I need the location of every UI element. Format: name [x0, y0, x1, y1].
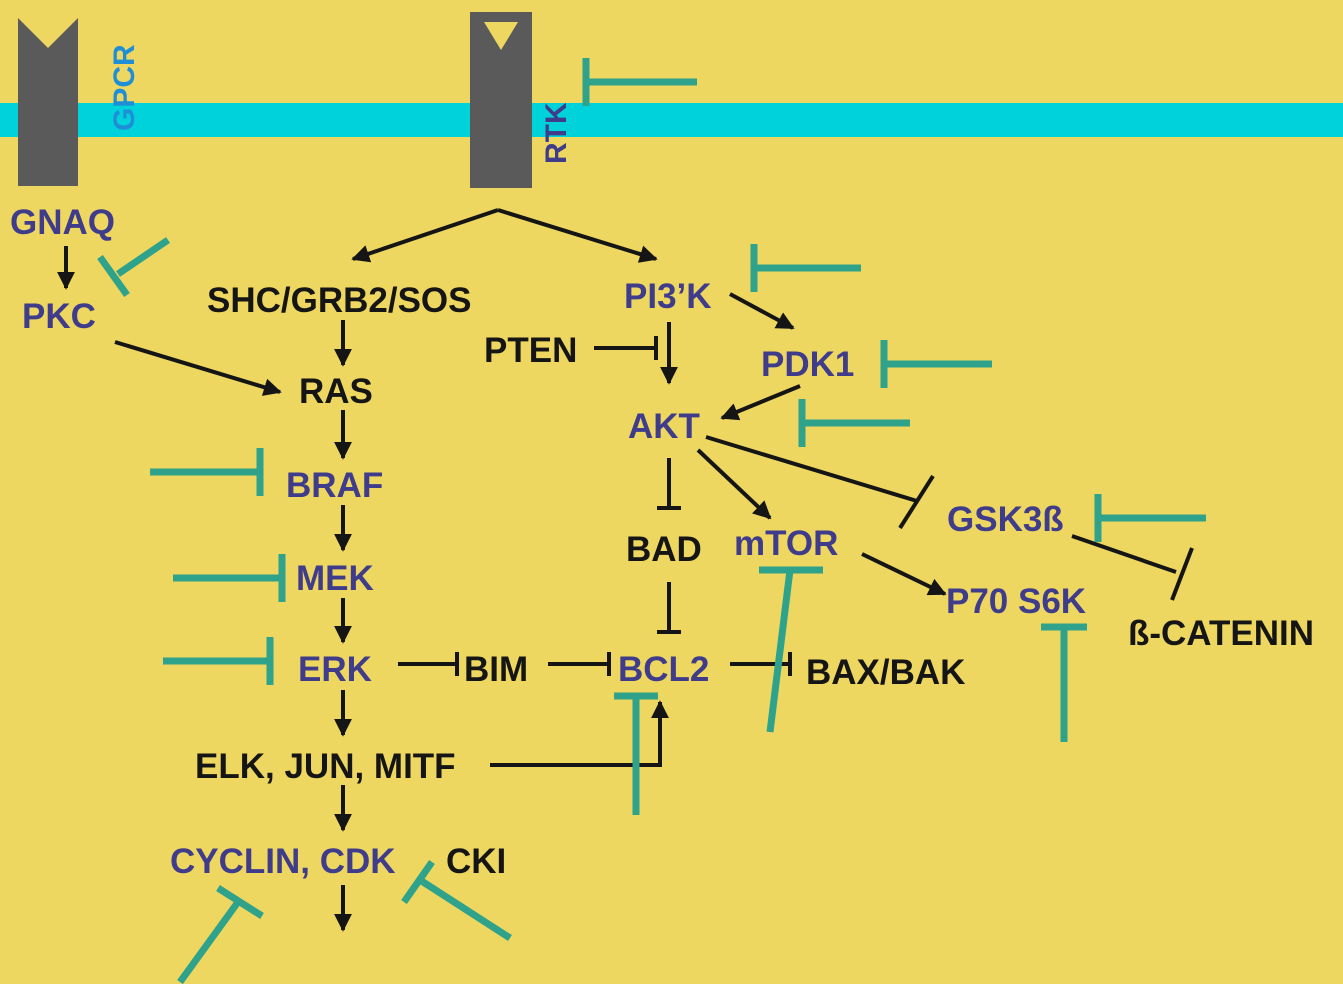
node-bim: BIM	[464, 650, 528, 689]
rtk-receptor	[470, 12, 532, 188]
gpcr-receptor	[18, 18, 78, 186]
node-pi3k: PI3’K	[624, 277, 712, 316]
inhibitor-pdk1	[880, 340, 992, 388]
arrow-pdk1-akt	[720, 384, 801, 421]
inhibitor-cki	[401, 859, 512, 941]
inhibitor-p70s6k	[1041, 623, 1087, 742]
node-akt: AKT	[628, 407, 700, 446]
inhibitor-mek	[173, 554, 286, 602]
node-bcatenin: ß-CATENIN	[1128, 614, 1314, 653]
node-gsk3b: GSK3ß	[947, 500, 1064, 539]
cell-membrane	[0, 103, 1343, 137]
inhibitor-gsk3b	[1094, 494, 1206, 542]
node-pten: PTEN	[484, 331, 577, 370]
node-pdk1: PDK1	[761, 345, 854, 384]
arrow-akt-mtor	[696, 448, 772, 520]
node-baxbak: BAX/BAK	[806, 653, 965, 692]
node-cki: CKI	[446, 842, 506, 881]
node-p70s6k: P70 S6K	[946, 582, 1086, 621]
node-bcl2: BCL2	[618, 650, 709, 689]
node-bad: BAD	[626, 530, 702, 569]
inhibitor-akt	[798, 399, 910, 447]
inhibitor-pi3k	[750, 244, 861, 292]
node-labels: GNAQ PKC SHC/GRB2/SOS RAS BRAF MEK ERK B…	[10, 203, 1314, 881]
arrow-pi3k-pdk1	[729, 292, 795, 330]
inhibitor-bcl2	[614, 692, 658, 815]
inhibit-akt-gsk3b	[705, 435, 918, 503]
node-pkc: PKC	[22, 297, 96, 336]
inhibitor-cdk	[177, 885, 264, 984]
pathway-arrows	[57, 208, 1194, 932]
inhibitor-rtk	[582, 58, 697, 106]
node-ras: RAS	[299, 372, 373, 411]
arrow-elk-bcl2	[490, 700, 669, 767]
arrow-pkc-ras	[114, 340, 282, 396]
arrow-rtk-shc	[351, 208, 499, 263]
node-shc: SHC/GRB2/SOS	[207, 281, 472, 320]
drug-inhibitors	[97, 58, 1206, 984]
rtk-label: RTK	[540, 102, 573, 164]
node-mtor: mTOR	[734, 524, 838, 563]
inhibitor-erk	[163, 637, 274, 685]
arrow-mtor-p70	[861, 552, 947, 596]
inhibitor-mtor	[759, 566, 823, 733]
inhibitor-pkc	[97, 237, 170, 298]
inhibitor-braf	[150, 448, 264, 496]
node-braf: BRAF	[286, 466, 383, 505]
inhibit-gsk3b-bcatenin	[1071, 534, 1177, 574]
arrow-rtk-pi3k	[497, 208, 658, 263]
gpcr-label: GPCR	[108, 44, 141, 131]
node-erk: ERK	[298, 650, 372, 689]
node-gnaq: GNAQ	[10, 203, 115, 242]
node-mek: MEK	[296, 559, 374, 598]
node-elk: ELK, JUN, MITF	[195, 747, 456, 786]
node-cyclin: CYCLIN, CDK	[170, 842, 396, 881]
